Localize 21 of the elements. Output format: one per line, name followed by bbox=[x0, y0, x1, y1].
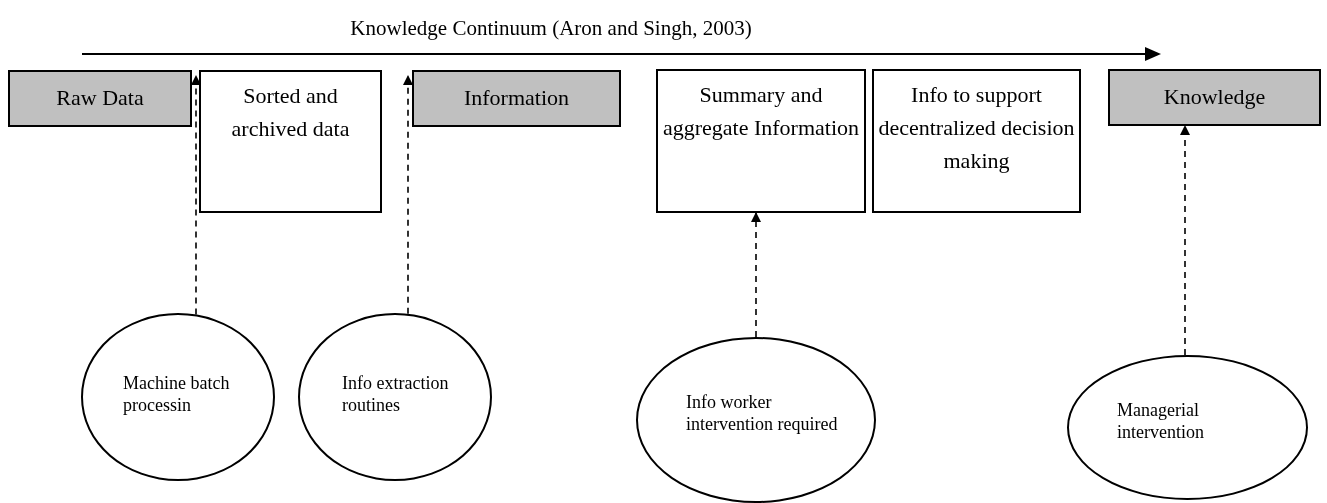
dashed-arrow bbox=[191, 75, 201, 316]
stage-box bbox=[872, 69, 1081, 213]
ellipse-label: Managerial intervention bbox=[1117, 399, 1205, 444]
box-label: Info to support decentralized decision making bbox=[878, 81, 1075, 175]
ellipse-label: Info extraction routines bbox=[342, 373, 450, 417]
stage-box bbox=[8, 70, 192, 127]
box-label: Summary and aggregate Information bbox=[662, 81, 860, 142]
stage-box bbox=[412, 70, 621, 127]
box-label: Sorted and archived data bbox=[230, 82, 351, 143]
dashed-arrow bbox=[403, 75, 413, 315]
ellipse-label: Machine batch processin bbox=[123, 373, 231, 417]
stage-box bbox=[1108, 69, 1321, 126]
dashed-arrow bbox=[751, 212, 761, 338]
box-label: Knowledge bbox=[1163, 83, 1266, 111]
stage-box bbox=[656, 69, 866, 213]
diagram-title: Knowledge Continuum (Aron and Singh, 2003) bbox=[350, 16, 752, 41]
stage-box bbox=[199, 70, 382, 213]
dashed-arrow bbox=[1180, 125, 1190, 356]
box-label: Raw Data bbox=[56, 84, 144, 112]
ellipse-label: Info worker intervention required bbox=[686, 392, 839, 436]
box-label: Information bbox=[463, 84, 570, 112]
